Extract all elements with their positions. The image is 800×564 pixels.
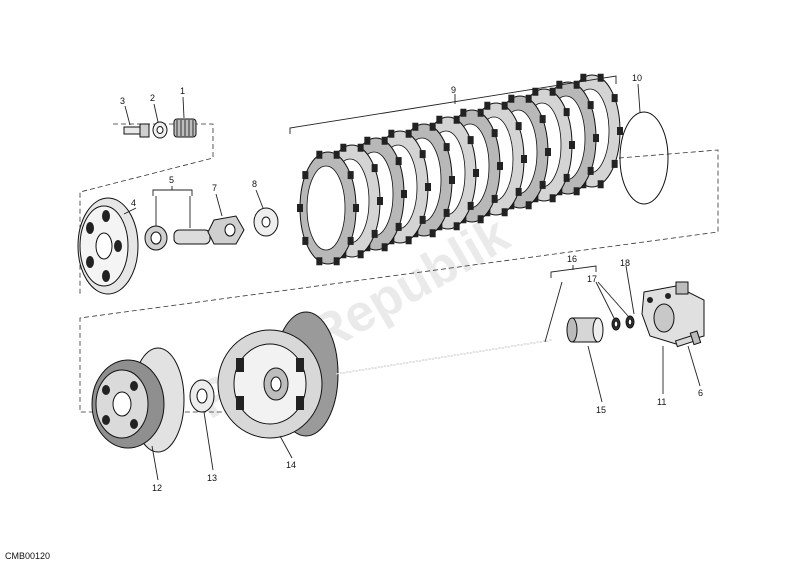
callout-12: 12 [152,483,162,493]
callout-11: 11 [657,397,666,407]
spring-1 [173,118,197,138]
callout-15: 15 [596,405,606,415]
callout-6: 6 [698,388,703,398]
clutch-plate-stack-9 [297,73,623,266]
seals-17 [611,315,635,331]
push-rod [335,339,553,375]
callout-17: 17 [587,274,597,284]
callout-9: 9 [451,85,456,95]
pressure-plate-4 [77,197,139,295]
washer-8 [253,207,279,237]
washer-2 [152,121,168,139]
callout-8: 8 [252,179,257,189]
bearing-5 [144,225,211,251]
ring-10 [619,111,669,205]
clutch-basket-14 [217,311,339,439]
callout-10: 10 [632,73,642,83]
callout-16: 16 [567,254,577,264]
callout-18: 18 [620,258,630,268]
callout-14: 14 [286,460,296,470]
clutch-hub-12 [91,347,185,453]
drawing-code: CMB00120 [5,551,50,561]
bolt-6 [674,330,702,348]
piston-15 [566,317,604,343]
callout-2: 2 [150,93,155,103]
callout-3: 3 [120,96,125,106]
washer-13 [189,379,215,413]
callout-1: 1 [180,86,185,96]
nut-7 [207,215,245,245]
callout-7: 7 [212,183,217,193]
callout-13: 13 [207,473,217,483]
bolt-3 [123,123,150,138]
leader-lines [123,75,701,481]
callout-4: 4 [131,198,136,208]
callouts: 1 2 3 4 5 6 7 8 9 10 11 12 13 14 15 16 1… [120,73,703,493]
clutch-plate [297,150,359,266]
callout-5: 5 [169,175,174,185]
